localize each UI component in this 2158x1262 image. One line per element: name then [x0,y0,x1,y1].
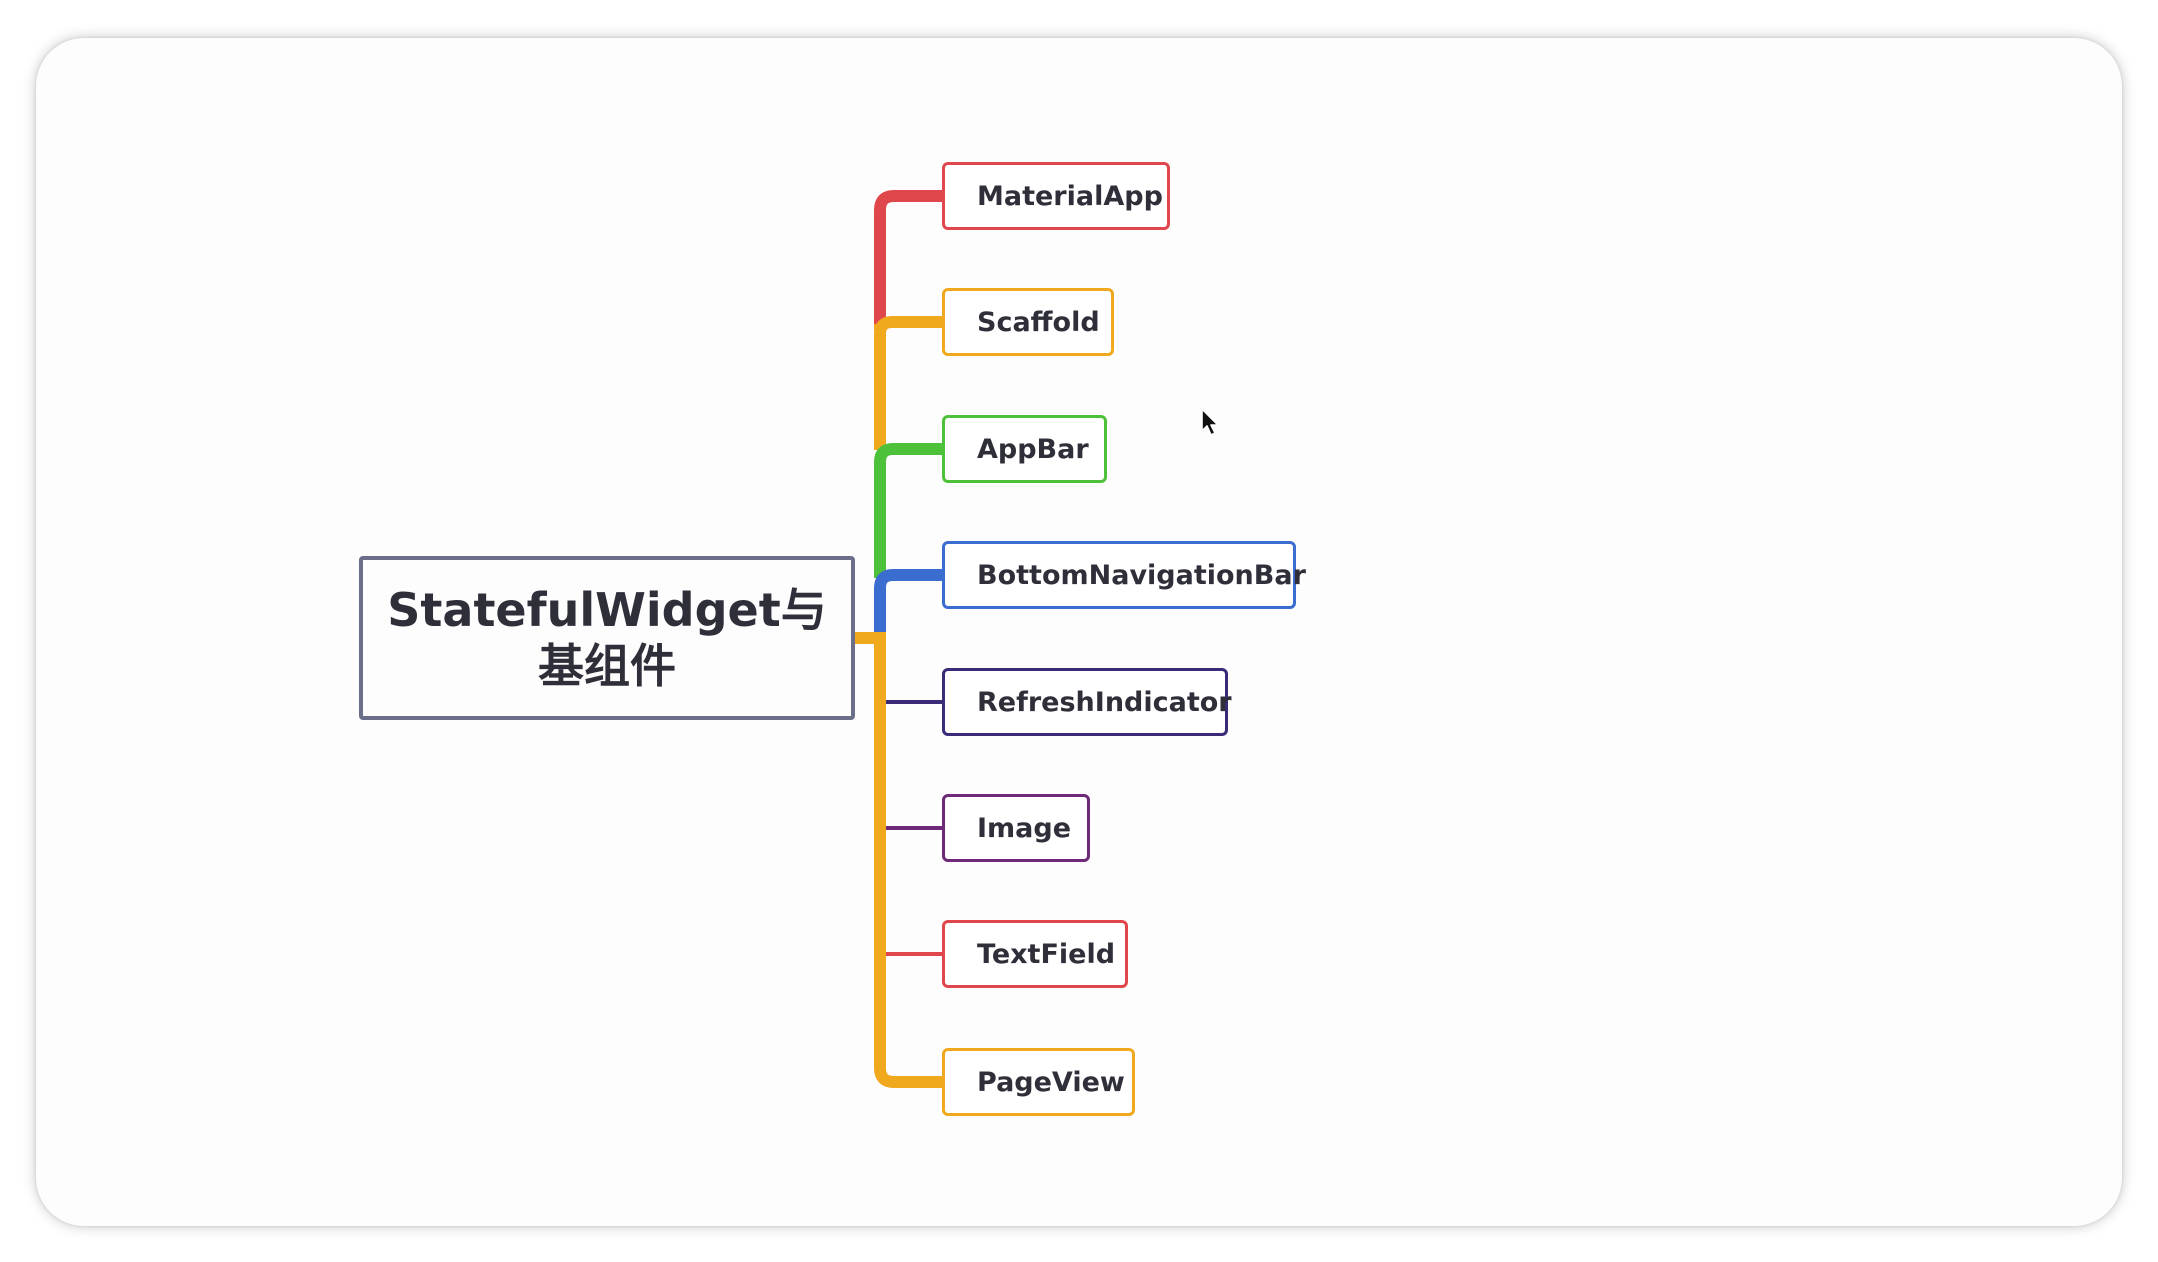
node-label: PageView [977,1066,1125,1098]
node-scaffold[interactable]: Scaffold [942,288,1114,356]
node-appbar[interactable]: AppBar [942,415,1107,483]
connector-bottomnavigationbar [874,569,942,632]
root-title-line-2: 基组件 [538,639,676,693]
connector-scaffold [874,316,942,450]
connector-appbar [874,443,942,578]
node-refreshindicator[interactable]: RefreshIndicator [942,668,1232,736]
root-title-line-1: StatefulWidget与 [387,583,827,637]
node-image[interactable]: Image [942,794,1090,862]
node-label: RefreshIndicator [977,686,1232,718]
node-materialapp[interactable]: MaterialApp [942,162,1170,230]
node-textfield[interactable]: TextField [942,920,1128,988]
mouse-pointer-icon [1201,408,1219,436]
node-label: TextField [977,938,1116,970]
node-pageview[interactable]: PageView [942,1048,1135,1116]
connector-trunk [874,632,942,1088]
node-label: Scaffold [977,306,1100,338]
node-label: AppBar [977,433,1089,465]
node-label: Image [977,812,1072,844]
node-label: MaterialApp [977,180,1163,212]
root-node[interactable]: StatefulWidget与 基组件 [359,556,855,720]
node-bottomnavigationbar[interactable]: BottomNavigationBar [942,541,1306,609]
connector-materialapp [874,190,942,330]
node-label: BottomNavigationBar [977,559,1306,591]
